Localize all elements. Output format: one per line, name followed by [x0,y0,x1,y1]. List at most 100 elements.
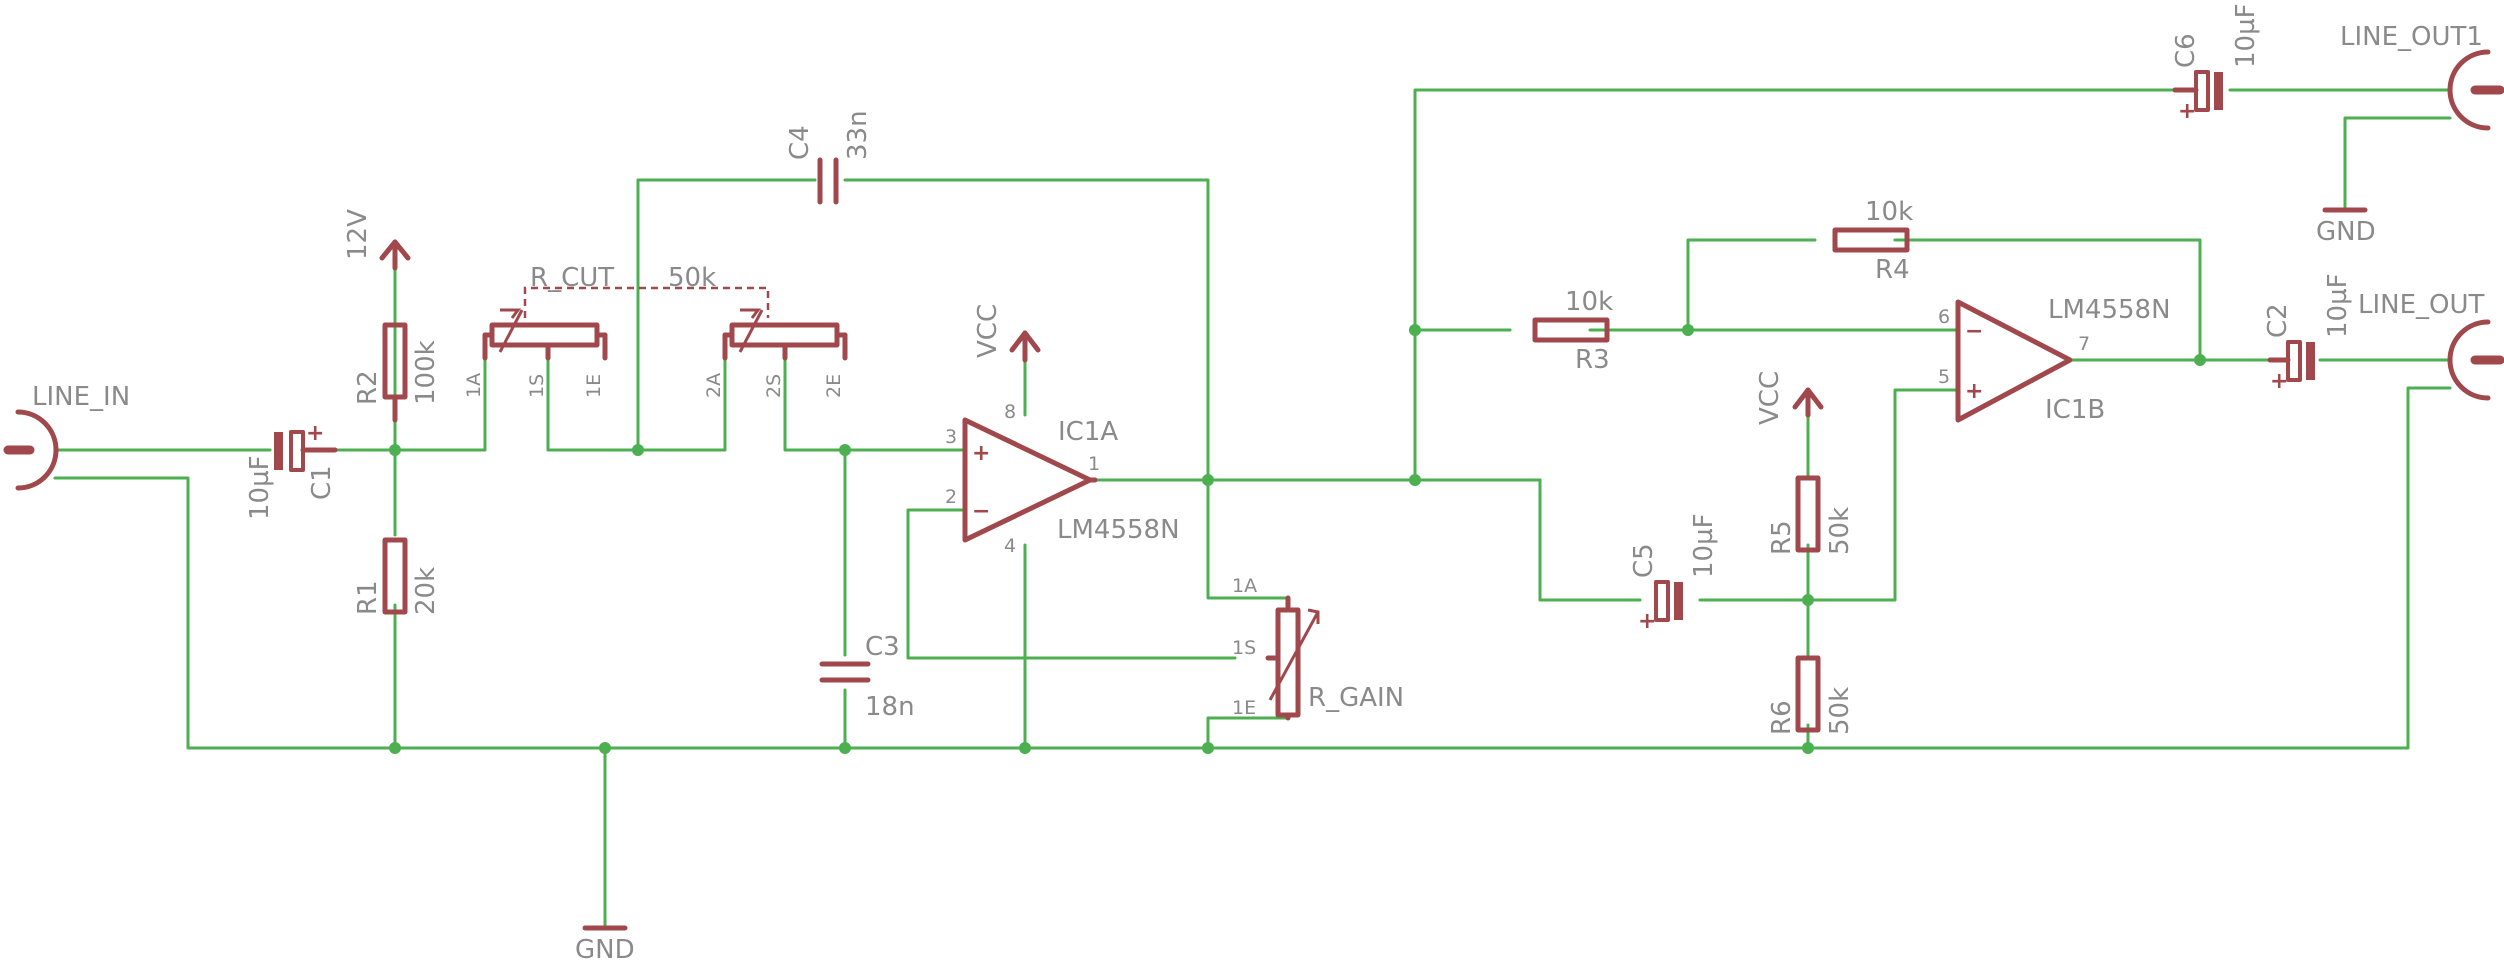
pin-label: 1S [526,374,548,398]
c5-value: 10µF [1689,513,1719,578]
r6-value: 50k [1825,687,1855,735]
ic1a-minus: − [972,499,990,524]
ic1b-minus: − [1965,319,1983,344]
supply-12v: 12V [343,209,411,271]
gnd-label: GND [575,935,635,965]
junction [1019,742,1031,754]
pin-label: 1 [1088,453,1100,475]
vcc-label: VCC [1755,371,1785,425]
capacitor-c4: C4 33n [785,110,873,205]
r3-value: 10k [1565,287,1613,317]
c2-plus: + [2270,369,2288,394]
capacitor-c6: + C6 10µF [2171,3,2261,124]
junction [2194,354,2206,366]
r2-value: 100k [411,340,441,405]
opamp-ic1b: − + 6 5 7 LM4558N IC1B [1938,295,2171,425]
pin-label: 2 [945,486,957,508]
junction [599,742,611,754]
c2-value: 10µF [2323,273,2353,338]
supply-vcc-ic1a: VCC [973,304,1041,363]
resistor-r6: R6 50k [1767,655,1855,735]
r1-name: R1 [353,580,383,615]
r4-value: 10k [1865,197,1913,227]
junction [389,742,401,754]
line-out1-label: LINE_OUT1 [2340,22,2483,52]
junctions [389,324,2206,754]
line-out-label: LINE_OUT [2358,290,2485,320]
gnd-label: GND [2316,217,2376,247]
supply-vcc-r5: VCC [1755,371,1824,425]
capacitor-c1: + 10µF C1 [245,421,338,520]
pin-label: 1E [583,374,605,398]
resistor-body [382,537,408,615]
vcc-label: VCC [973,304,1003,358]
pin-label: 6 [1938,306,1950,328]
wire-c4-left [636,178,817,452]
wire-ic1a-inv [906,508,1237,660]
resistor-body [1832,227,1910,253]
c5-plus: + [1638,609,1656,634]
resistor-r2: R2 100k [353,322,441,423]
pin-label: 5 [1938,366,1950,388]
pin-label: 1A [463,373,485,398]
c6-plus: + [2178,99,2196,124]
resistor-r5: R5 50k [1767,475,1855,555]
line-in-connector: LINE_IN [3,382,130,491]
capacitor-c3: C3 18n [819,632,915,722]
c4-name: C4 [785,125,815,160]
c6-value: 10µF [2231,3,2261,68]
junction [632,444,644,456]
r2-name: R2 [353,370,383,405]
ic1a-plus: + [972,441,990,466]
junction [1682,324,1694,336]
c4-value: 33n [843,110,873,160]
r4-name: R4 [1875,255,1910,285]
potentiometer-r-gain: 1A 1S 1E R_GAIN [1232,575,1404,721]
resistor-body [1795,475,1821,553]
wire-c4-right [843,178,1210,482]
pin-label: 1A [1232,575,1257,597]
junction [1202,742,1214,754]
line-in-label: LINE_IN [32,382,130,412]
r1-value: 20k [411,567,441,615]
r-cut-value: 50k [668,263,716,293]
resistor-r4: 10k R4 [1832,197,1913,285]
ic1a-name: IC1A [1058,417,1118,447]
r5-value: 50k [1825,507,1855,555]
r-gain-name: R_GAIN [1308,683,1404,713]
pin-label: 3 [945,426,957,448]
wire-c5-right [1698,388,1960,602]
pin-label: 1S [1232,637,1256,659]
wire-c5-left [1538,478,1642,602]
resistor-body [1795,655,1821,733]
jack-icon [2447,49,2491,131]
opamp-icon [1955,299,2073,423]
junction [839,444,851,456]
capacitor-c5: + C5 10µF [1629,513,1719,634]
ic1a-part: LM4558N [1057,515,1180,545]
c5-name: C5 [1629,543,1659,578]
line-out-connector: LINE_OUT [2358,290,2504,401]
c3-value: 18n [865,692,915,722]
junction [1409,474,1421,486]
capacitor-c2: + C2 10µF [2263,273,2353,394]
r3-name: R3 [1575,345,1610,375]
resistor-r1: R1 20k [353,537,441,615]
pin-label: 2E [823,374,845,398]
wires [53,88,2452,930]
pot-body [1275,607,1301,718]
junction [1202,474,1214,486]
pin-label: 8 [1004,401,1016,423]
gang-link [523,286,770,318]
junction [1409,324,1421,336]
ic1b-plus: + [1965,379,1983,404]
wire-out1-gnd [2343,116,2452,212]
junction [1802,742,1814,754]
resistor-r3: 10k R3 [1532,287,1613,375]
junction [839,742,851,754]
wire-r4-left [1686,238,1817,332]
junction [1802,594,1814,606]
pin-label: 4 [1004,535,1016,557]
r5-name: R5 [1767,520,1797,555]
